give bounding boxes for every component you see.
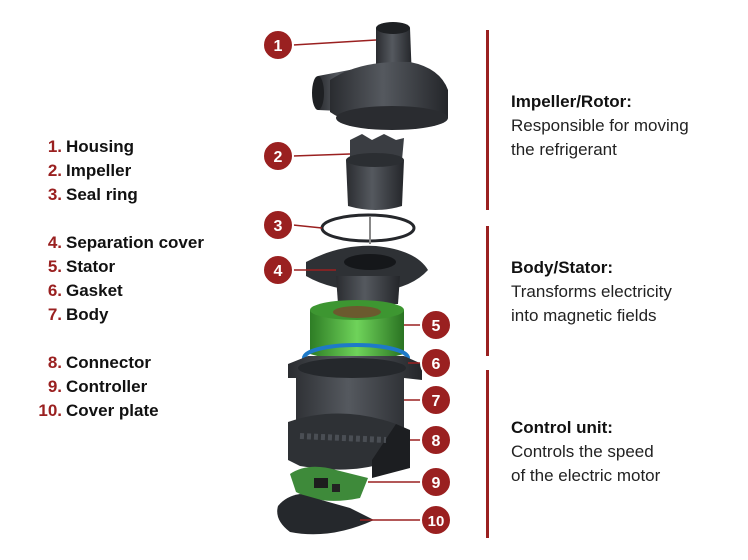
legend-item-stator: 5.Stator bbox=[26, 256, 115, 278]
legend-num: 9. bbox=[47, 377, 62, 396]
controller-part bbox=[290, 466, 368, 501]
legend-num: 7. bbox=[47, 305, 62, 324]
marker-7-label: 7 bbox=[432, 393, 441, 410]
impeller-part bbox=[346, 134, 404, 210]
legend-label: Controller bbox=[66, 377, 148, 396]
marker-10: 10 bbox=[420, 504, 452, 536]
section-desc-line: the refrigerant bbox=[511, 140, 617, 159]
marker-9-label: 9 bbox=[432, 475, 441, 492]
legend-item-seal-ring: 3.Seal ring bbox=[26, 184, 138, 206]
legend-item-connector: 8.Connector bbox=[26, 352, 151, 374]
legend-label: Connector bbox=[66, 353, 151, 372]
legend-label: Seal ring bbox=[66, 185, 138, 204]
housing-part bbox=[312, 22, 448, 130]
marker-6-label: 6 bbox=[432, 356, 441, 373]
legend-num: 2. bbox=[47, 161, 62, 180]
legend-num: 5. bbox=[47, 257, 62, 276]
legend-label: Separation cover bbox=[66, 233, 204, 252]
separation-cover-part bbox=[306, 245, 428, 304]
section-impeller-rotor: Impeller/Rotor: Responsible for moving t… bbox=[486, 30, 748, 210]
legend-label: Body bbox=[66, 305, 109, 324]
section-desc-line: into magnetic fields bbox=[511, 306, 657, 325]
legend-label: Gasket bbox=[66, 281, 123, 300]
section-desc-line: of the electric motor bbox=[511, 466, 661, 485]
marker-1: 1 bbox=[262, 29, 294, 61]
marker-6: 6 bbox=[420, 347, 452, 379]
marker-8: 8 bbox=[420, 424, 452, 456]
legend-label: Stator bbox=[66, 257, 116, 276]
marker-4-label: 4 bbox=[274, 263, 283, 280]
section-desc-line: Responsible for moving bbox=[511, 116, 689, 135]
marker-2: 2 bbox=[262, 140, 294, 172]
marker-10-label: 10 bbox=[428, 513, 445, 530]
legend-num: 1. bbox=[47, 137, 62, 156]
legend-item-gasket: 6.Gasket bbox=[26, 280, 123, 302]
marker-1-label: 1 bbox=[274, 38, 283, 55]
marker-8-label: 8 bbox=[432, 433, 441, 450]
section-body-stator: Body/Stator: Transforms electricity into… bbox=[486, 226, 748, 356]
legend-item-impeller: 2.Impeller bbox=[26, 160, 131, 182]
section-desc-line: Controls the speed bbox=[511, 442, 654, 461]
section-control-unit: Control unit: Controls the speed of the … bbox=[486, 370, 748, 538]
legend-num: 10. bbox=[38, 401, 62, 420]
legend-item-body: 7.Body bbox=[26, 304, 109, 326]
marker-9: 9 bbox=[420, 466, 452, 498]
marker-5-label: 5 bbox=[432, 318, 441, 335]
marker-3-label: 3 bbox=[274, 218, 283, 235]
legend-num: 4. bbox=[47, 233, 62, 252]
seal-ring-part bbox=[320, 213, 416, 244]
legend-item-cover-plate: 10.Cover plate bbox=[26, 400, 159, 422]
marker-3: 3 bbox=[262, 209, 294, 241]
stator-part bbox=[310, 300, 404, 361]
leader-lines bbox=[292, 39, 422, 521]
legend-item-separation-cover: 4.Separation cover bbox=[26, 232, 204, 254]
connector-part bbox=[288, 413, 410, 478]
legend-num: 3. bbox=[47, 185, 62, 204]
legend-label: Cover plate bbox=[66, 401, 159, 420]
cover-plate-part bbox=[277, 494, 374, 535]
legend-item-housing: 1.Housing bbox=[26, 136, 134, 158]
legend-num: 6. bbox=[47, 281, 62, 300]
marker-7: 7 bbox=[420, 384, 452, 416]
marker-4: 4 bbox=[262, 254, 294, 286]
legend-label: Housing bbox=[66, 137, 134, 156]
marker-2-label: 2 bbox=[274, 149, 283, 166]
legend-label: Impeller bbox=[66, 161, 132, 180]
section-title: Impeller/Rotor: bbox=[511, 92, 632, 111]
legend-item-controller: 9.Controller bbox=[26, 376, 147, 398]
legend-num: 8. bbox=[47, 353, 62, 372]
section-desc-line: Transforms electricity bbox=[511, 282, 672, 301]
section-title: Body/Stator: bbox=[511, 258, 613, 277]
marker-5: 5 bbox=[420, 309, 452, 341]
section-title: Control unit: bbox=[511, 418, 613, 437]
